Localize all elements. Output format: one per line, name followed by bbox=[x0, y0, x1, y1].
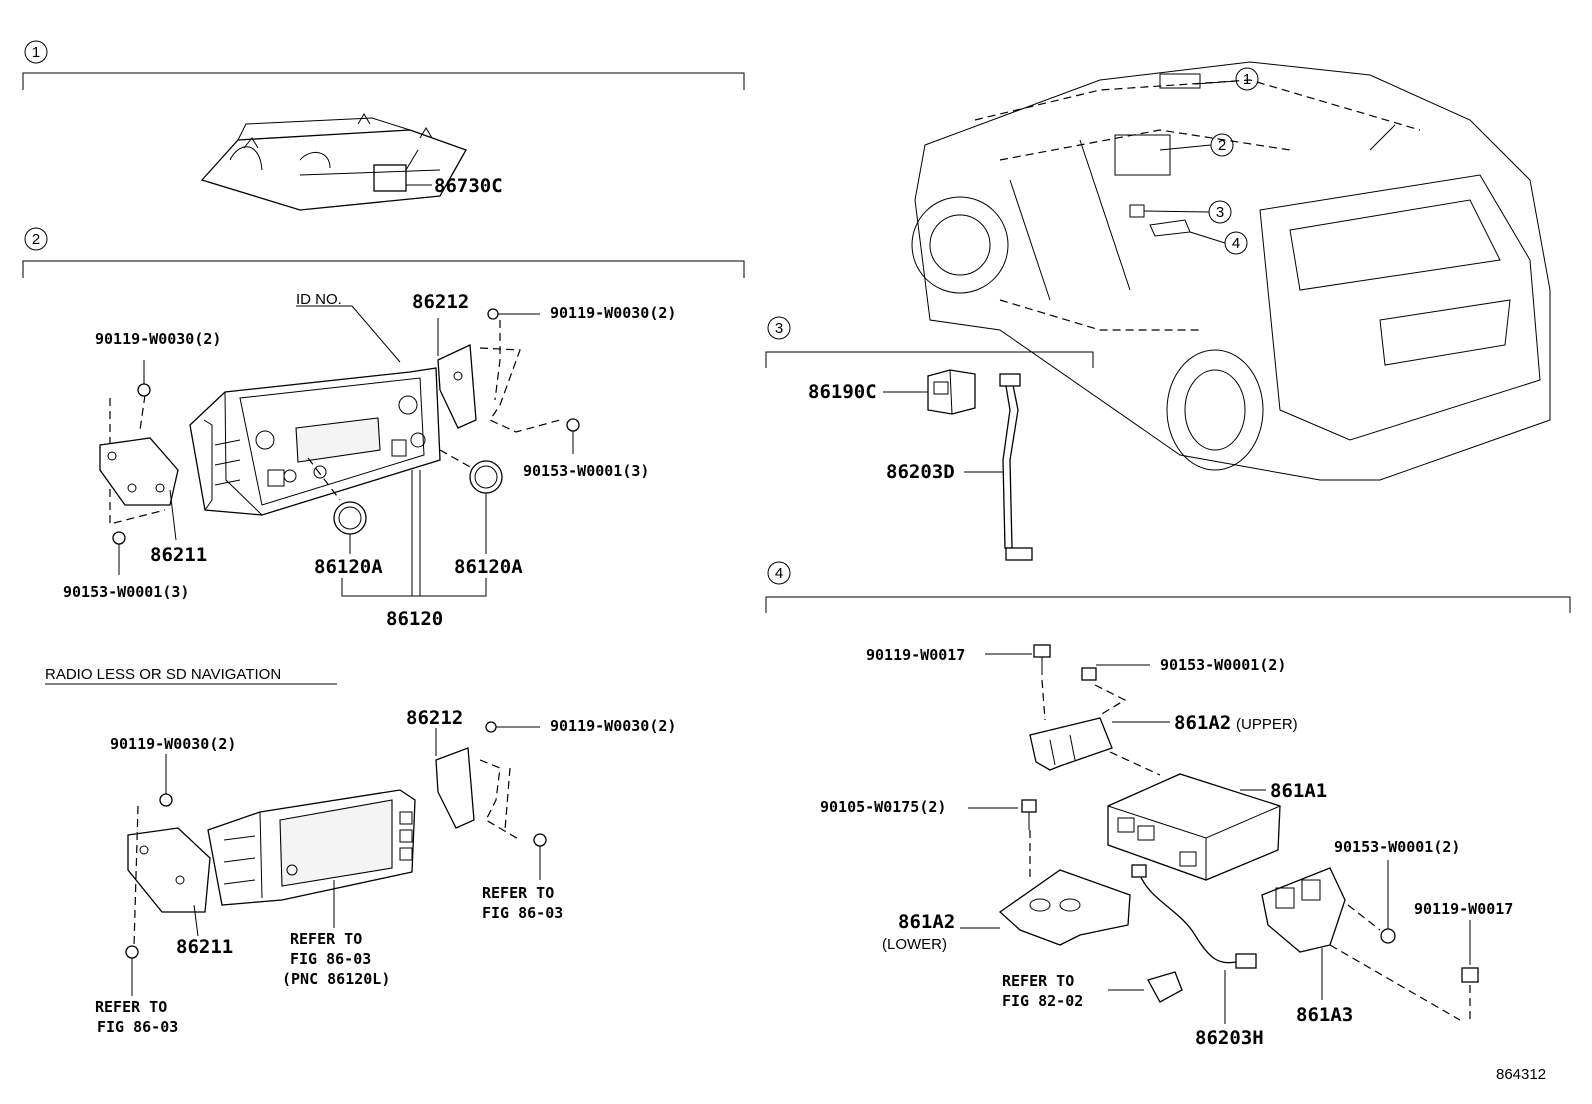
section-1-bracket bbox=[22, 72, 745, 90]
callout-2-number: 2 bbox=[1218, 137, 1226, 154]
navigation-unit-illustration bbox=[207, 789, 416, 906]
bracket-lower-shape bbox=[998, 869, 1131, 946]
label-bolt-l: 90153-W0001(3) bbox=[63, 583, 189, 601]
radio-less-heading: RADIO LESS OR SD NAVIGATION bbox=[45, 666, 281, 683]
label-86212: 86212 bbox=[412, 291, 469, 313]
section-2: 2 ID NO. 86212 bbox=[22, 227, 745, 630]
audio-unit-illustration bbox=[189, 367, 441, 516]
label-86212-b: 86212 bbox=[406, 707, 463, 729]
label-861A2-upper: 861A2 bbox=[1174, 712, 1231, 734]
refer-b-line1: REFER TO bbox=[95, 998, 167, 1016]
figure-number: 864312 bbox=[1496, 1066, 1546, 1083]
label-bolt-top-r: 90153-W0001(2) bbox=[1160, 656, 1286, 674]
label-screw-tr: 90119-W0030(2) bbox=[550, 304, 676, 322]
section-2-marker bbox=[24, 227, 48, 251]
section-3: 3 86190C 86203D bbox=[765, 316, 1094, 561]
label-bolt-r: 90153-W0001(3) bbox=[523, 462, 649, 480]
refer-c-line3: (PNC 86120L) bbox=[282, 970, 390, 988]
cable-86203H-shape bbox=[1139, 874, 1237, 964]
bolt-icon bbox=[1380, 928, 1396, 944]
label-86211-b: 86211 bbox=[176, 936, 233, 958]
refer-r-line2: FIG 86-03 bbox=[482, 904, 563, 922]
label-861A2-lower: 861A2 bbox=[898, 911, 955, 933]
bolt-icon bbox=[1033, 644, 1051, 658]
screw-icon bbox=[159, 793, 173, 807]
callout-1-marker bbox=[1235, 67, 1259, 91]
callout-3-number: 3 bbox=[1216, 204, 1224, 221]
harness-86203D-shape bbox=[1002, 379, 1019, 549]
section-2-bracket bbox=[22, 260, 745, 278]
bolt-icon bbox=[125, 945, 139, 959]
section-1-number: 1 bbox=[32, 44, 40, 61]
radio-less-section: RADIO LESS OR SD NAVIGATION 86212 90119-… bbox=[45, 666, 676, 1036]
label-86120A-right: 86120A bbox=[454, 556, 523, 578]
section-4: 4 90119-W0017 90153-W0001(2) 861A2 (UPPE… bbox=[765, 561, 1571, 1049]
screw-icon bbox=[137, 383, 151, 397]
bracket-86212-b-shape bbox=[435, 747, 475, 829]
label-861A3: 861A3 bbox=[1296, 1004, 1353, 1026]
screw-icon bbox=[487, 308, 499, 320]
bolt-icon bbox=[1021, 799, 1037, 813]
label-bolt-mid: 90105-W0175(2) bbox=[820, 798, 946, 816]
label-86203H: 86203H bbox=[1195, 1027, 1264, 1049]
label-screw-tr-b: 90119-W0030(2) bbox=[550, 717, 676, 735]
label-bolt-top: 90119-W0017 bbox=[866, 646, 965, 664]
label-lower-note: (LOWER) bbox=[882, 936, 947, 953]
section-1: 1 86730C bbox=[22, 40, 745, 211]
vehicle-outline bbox=[914, 61, 1551, 481]
bolt-icon bbox=[112, 531, 126, 545]
bracket-86211-shape bbox=[99, 437, 179, 506]
connector-shape bbox=[1147, 971, 1183, 1003]
refer-b-line2: FIG 86-03 bbox=[97, 1018, 178, 1036]
callout-1-number: 1 bbox=[1243, 71, 1251, 88]
label-bolt-r: 90153-W0001(2) bbox=[1334, 838, 1460, 856]
refer-r-line1: REFER TO bbox=[482, 884, 554, 902]
refer-c-line2: FIG 86-03 bbox=[290, 950, 371, 968]
bolt-icon bbox=[566, 418, 580, 432]
label-screw-tl: 90119-W0030(2) bbox=[95, 330, 221, 348]
label-86120: 86120 bbox=[386, 608, 443, 630]
bolt-icon bbox=[1081, 667, 1097, 681]
refer-82-line2: FIG 82-02 bbox=[1002, 992, 1083, 1010]
bracket-86212-shape bbox=[437, 344, 477, 429]
label-86203D: 86203D bbox=[886, 461, 955, 483]
label-86211: 86211 bbox=[150, 544, 207, 566]
label-id-no: ID NO. bbox=[296, 291, 342, 308]
label-86730C: 86730C bbox=[434, 175, 503, 197]
section-3-marker bbox=[767, 316, 791, 340]
label-861A1: 861A1 bbox=[1270, 780, 1327, 802]
bolt-icon bbox=[533, 833, 547, 847]
section-3-bracket bbox=[765, 351, 1094, 368]
bracket-86211-b-shape bbox=[127, 827, 211, 913]
label-screw-tl-b: 90119-W0030(2) bbox=[110, 735, 236, 753]
label-86120A-left: 86120A bbox=[314, 556, 383, 578]
label-86190C: 86190C bbox=[808, 381, 877, 403]
callout-4-number: 4 bbox=[1232, 235, 1240, 252]
section-2-number: 2 bbox=[32, 231, 40, 248]
bracket-upper-shape bbox=[1029, 717, 1113, 771]
section-1-marker bbox=[24, 40, 48, 64]
label-upper-note: (UPPER) bbox=[1236, 716, 1298, 733]
vehicle-overview: 1 2 3 4 bbox=[911, 61, 1551, 481]
bolt-icon bbox=[1461, 967, 1479, 983]
screw-icon bbox=[485, 721, 497, 733]
bracket-861A3-shape bbox=[1261, 867, 1346, 953]
label-bolt-far-r: 90119-W0017 bbox=[1414, 900, 1513, 918]
refer-82-line1: REFER TO bbox=[1002, 972, 1074, 990]
section-4-number: 4 bbox=[775, 565, 783, 582]
section-3-number: 3 bbox=[775, 320, 783, 337]
room-lamp-illustration bbox=[200, 113, 467, 211]
section-4-bracket bbox=[765, 596, 1571, 613]
ecu-861A1-shape bbox=[1107, 773, 1281, 881]
section-4-marker bbox=[767, 561, 791, 585]
refer-c-line1: REFER TO bbox=[290, 930, 362, 948]
